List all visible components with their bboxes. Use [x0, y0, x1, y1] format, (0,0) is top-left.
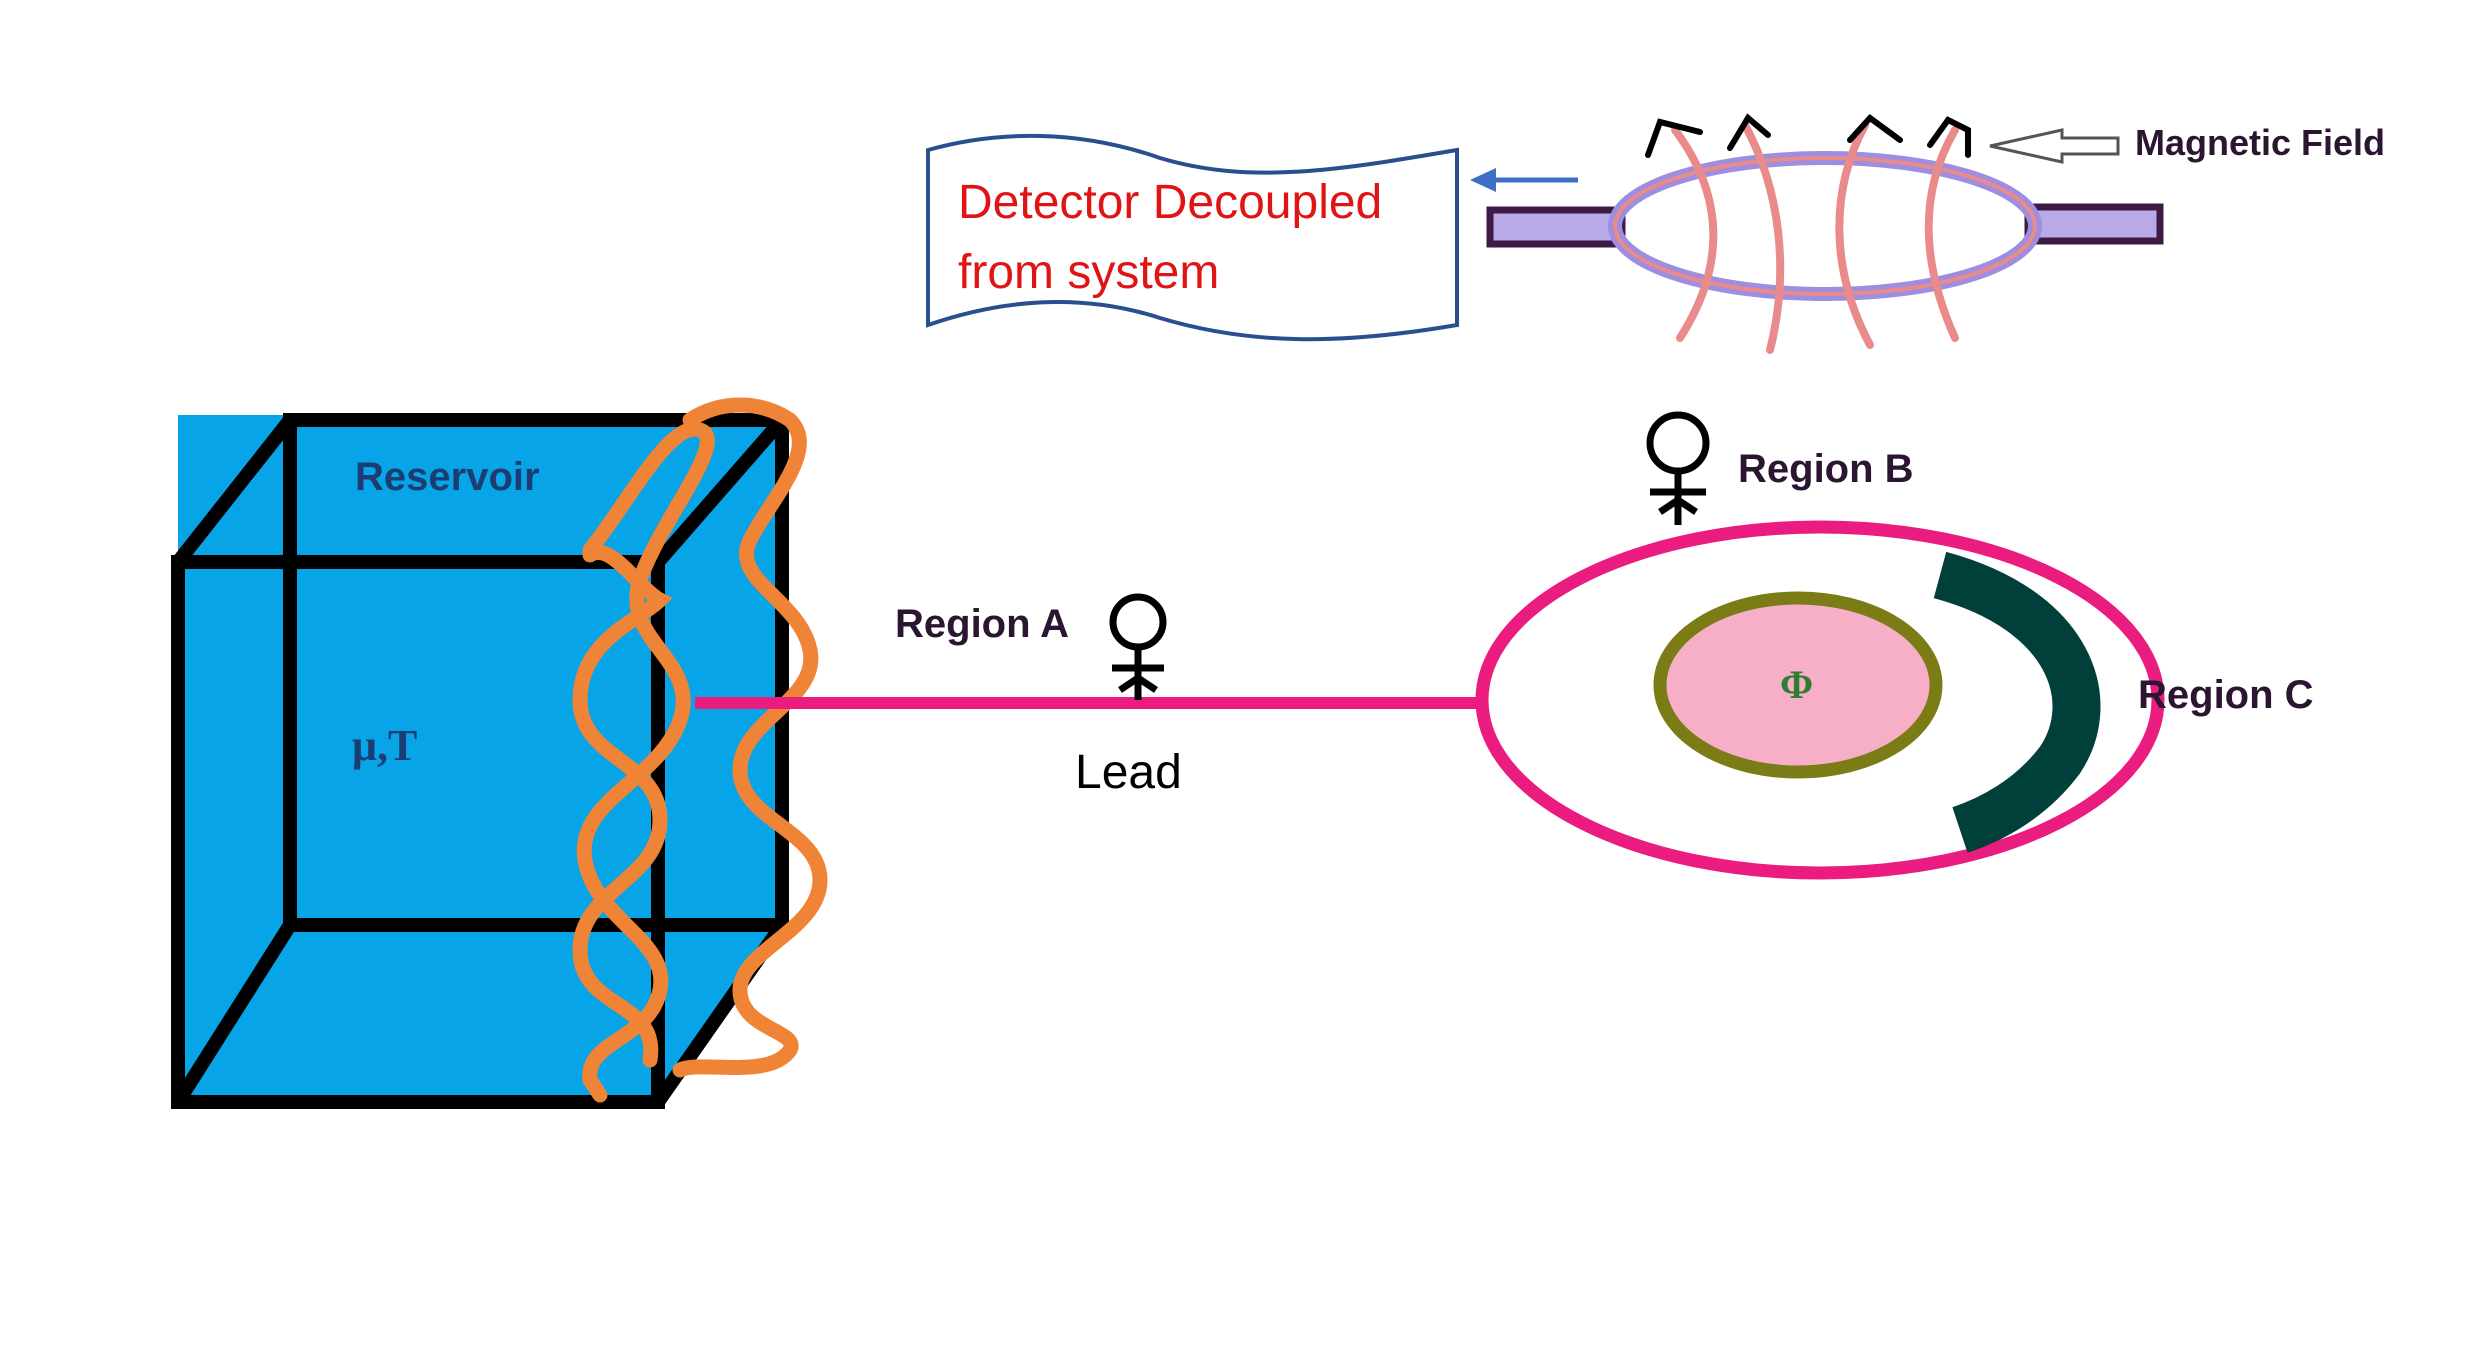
region-a-label: Region A: [895, 602, 1069, 646]
wave-right: [672, 397, 828, 1078]
flux-region: [1653, 591, 1943, 779]
region-c-label: Region C: [2138, 673, 2314, 717]
wave-left: [576, 421, 715, 1103]
mu-t-label: μ,T: [352, 721, 417, 770]
coil-ring-inner: [1613, 156, 2037, 296]
detector-box: Detector Decoupled from system: [926, 133, 1459, 342]
detector-left-arrow-icon: [1470, 168, 1578, 192]
reservoir-side-face: [178, 415, 290, 1102]
reservoir-label: Reservoir: [355, 455, 540, 499]
coil-bar-left: [1486, 206, 1626, 248]
coil-assembly: [1486, 113, 2164, 354]
detector-text-line1: Detector Decoupled: [958, 176, 1382, 229]
coil-bar-right: [2024, 203, 2164, 245]
field-arrowheads: [1645, 113, 1971, 158]
detector-shape: [926, 133, 1459, 342]
region-c-arc: [1933, 551, 2101, 853]
magnetic-field-label: Magnetic Field: [2135, 122, 2385, 163]
phi-label: Φ: [1780, 662, 1813, 707]
lead-label: Lead: [1075, 746, 1182, 799]
thermal-waves: [572, 397, 828, 1103]
field-lines: [1671, 121, 1959, 354]
detector-text-line2: from system: [958, 246, 1219, 299]
region-b-label: Region B: [1738, 447, 1914, 491]
observer-a-stick-figure-icon: [1109, 593, 1167, 700]
reservoir-cube: [171, 413, 789, 1109]
magnetic-field-hollow-left-arrow-icon: [1989, 128, 2120, 164]
observer-b-stick-figure-icon: [1646, 411, 1710, 525]
wave-extra: [572, 544, 673, 1068]
ring-system: Φ: [1475, 520, 2165, 880]
reservoir-bottom-face: [178, 925, 782, 1102]
